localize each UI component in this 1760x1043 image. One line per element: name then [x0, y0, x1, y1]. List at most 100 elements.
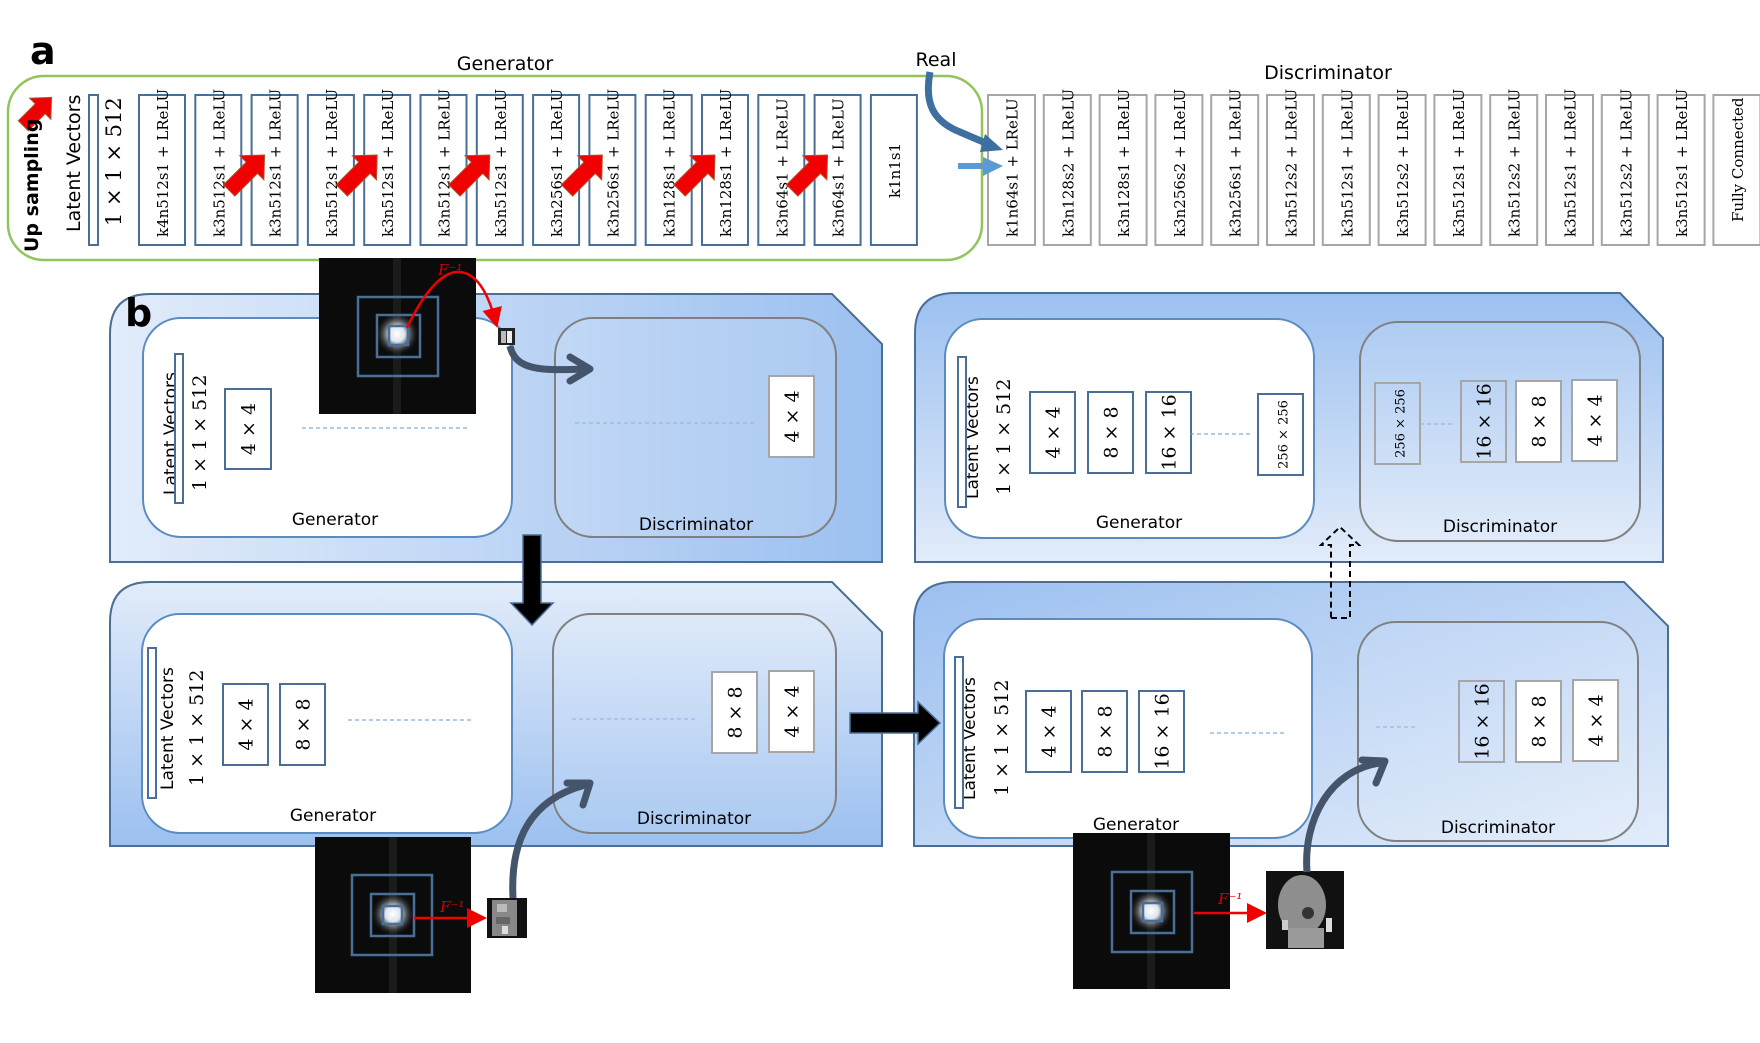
- latent-dims-label: 1 × 1 × 512: [991, 680, 1013, 796]
- latent-vectors-label: Latent Vectors: [963, 376, 983, 499]
- discriminator-resolution-block: 16 × 16: [1460, 380, 1507, 463]
- discriminator-layer-box: k3n512s2 + LReLU: [1489, 89, 1539, 246]
- generator-layer-label: k3n64s1 + LReLU: [830, 98, 848, 237]
- real-input-arrowhead: [980, 134, 1003, 152]
- generator-resolution-block: 8 × 8: [1081, 690, 1128, 773]
- generator-resolution-block: 4 × 4: [1025, 690, 1072, 773]
- discriminator-resolution-label: 4 × 4: [1586, 694, 1608, 746]
- kspace-image-8x8: F⁻¹: [315, 837, 487, 993]
- progress-arrow-down: [509, 534, 555, 627]
- progress-arrow-up-dashed: [1318, 525, 1362, 619]
- generator-layer-label: k3n128s1 + LReLU: [717, 89, 735, 237]
- generator-layer-box: k3n128s1 + LReLU: [644, 89, 693, 246]
- generator-layer-label: k3n256s1 + LReLU: [548, 89, 566, 237]
- generator-layer-box: k1n1s1: [869, 94, 918, 246]
- discriminator-layer-box: k3n128s1 + LReLU: [1098, 89, 1148, 246]
- generator-layer-label: k3n128s1 + LReLU: [661, 89, 679, 237]
- upsampling-legend: Up sampling: [17, 96, 53, 252]
- discriminator-layer-box: k3n256s1 + LReLU: [1210, 89, 1260, 246]
- feed-arrow-16x16: [1303, 759, 1381, 873]
- discriminator-resolution-label: 8 × 8: [725, 686, 747, 738]
- latent-vectors-label: Latent Vectors: [158, 667, 178, 790]
- latent-vector-bar: [954, 656, 964, 809]
- discriminator-layer-label: k3n512s2 + LReLU: [1617, 89, 1635, 237]
- generator-layer-box: k3n512s1 + LReLU: [194, 89, 243, 246]
- generator-layer-label: k3n512s1 + LReLU: [492, 89, 510, 237]
- discriminator-resolution-block: 4 × 4: [1571, 379, 1618, 462]
- discriminator-resolution-block: 4 × 4: [768, 375, 815, 458]
- generator-layer-label: k3n512s1 + LReLU: [379, 89, 397, 237]
- progress-arrow-right: [849, 700, 942, 746]
- generator-layer-label: k3n256s1 + LReLU: [604, 89, 622, 237]
- discriminator-layer-label: k3n512s2 + LReLU: [1394, 89, 1412, 237]
- red-arrow-icon: [17, 96, 53, 132]
- discriminator-resolution-block: 256 × 256: [1374, 382, 1421, 465]
- discriminator-layer-label: k3n128s1 + LReLU: [1115, 89, 1133, 237]
- latent-vector-bar: [88, 94, 99, 246]
- latent-dims-label: 1 × 1 × 512: [993, 379, 1015, 495]
- discriminator-resolution-block: 8 × 8: [1515, 380, 1562, 463]
- discriminator-container: 4 × 4 Discriminator: [554, 317, 837, 538]
- inverse-fourier-label: F⁻¹: [439, 898, 464, 916]
- discriminator-resolution-label: 4 × 4: [1585, 394, 1607, 446]
- discriminator-layer-box: k1n64s1 + LReLU: [987, 94, 1036, 246]
- panel-b-label: b: [125, 291, 152, 335]
- reconstructed-image-4x4: [498, 328, 515, 345]
- generator-layer-box: k3n512s1 + LReLU: [306, 89, 355, 246]
- discriminator-layer-box: k3n512s2 + LReLU: [1600, 89, 1650, 246]
- discriminator-resolution-block: 8 × 8: [1515, 680, 1562, 763]
- generator-layer-box: k3n512s1 + LReLU: [250, 89, 299, 246]
- discriminator-layer-label: k3n512s1 + LReLU: [1450, 89, 1468, 237]
- discriminator-layer-label: k3n128s2 + LReLU: [1059, 89, 1077, 237]
- red-arrow-icon: [785, 154, 829, 197]
- latent-vector-bar: [147, 647, 157, 799]
- discriminator-layer-label: k3n512s2 + LReLU: [1506, 89, 1524, 237]
- discriminator-title: Discriminator: [1443, 517, 1557, 537]
- discriminator-layer-box: k3n512s2 + LReLU: [1377, 89, 1427, 246]
- feed-arrowhead-4x4: [566, 353, 594, 385]
- generator-title: Generator: [1093, 815, 1179, 835]
- red-arrow-icon: [222, 154, 266, 197]
- latent-dims-label: 1 × 1 × 512: [186, 670, 208, 786]
- discriminator-layer-label: k3n256s2 + LReLU: [1171, 89, 1189, 237]
- generator-resolution-block: 4 × 4: [224, 388, 272, 470]
- generator-resolution-label: 8 × 8: [1101, 406, 1123, 458]
- real-input-arrow: [924, 71, 997, 151]
- discriminator-layer-label: k3n512s2 + LReLU: [1283, 89, 1301, 237]
- generator-resolution-label: 16 × 16: [1159, 394, 1181, 470]
- discriminator-title: Discriminator: [639, 515, 753, 535]
- red-arrow-icon: [335, 154, 378, 197]
- discriminator-resolution-block: 16 × 16: [1458, 680, 1505, 763]
- discriminator-title: Discriminator: [1441, 818, 1555, 838]
- discriminator-resolution-label: 16 × 16: [1472, 683, 1494, 759]
- red-arrow-icon: [448, 154, 491, 197]
- generator-resolution-block: 16 × 16: [1145, 391, 1192, 474]
- latent-dims-label: 1 × 1 × 512: [102, 97, 126, 226]
- generator-layer-box: k3n256s1 + LReLU: [532, 89, 581, 246]
- discriminator-layer-box: k3n512s2 + LReLU: [1266, 89, 1315, 246]
- latent-vector-bar: [174, 353, 184, 504]
- generator-layer-label: k3n512s1 + LReLU: [267, 89, 285, 237]
- reconstructed-image-16x16: [1266, 871, 1344, 949]
- panel-a-label: a: [30, 29, 56, 73]
- discriminator-layer-label: k3n256s1 + LReLU: [1227, 89, 1245, 237]
- discriminator-layer-label: k3n512s1 + LReLU: [1562, 89, 1580, 237]
- generator-layer-label: k3n512s1 + LReLU: [323, 89, 341, 237]
- discriminator-resolution-block: 4 × 4: [1572, 679, 1619, 762]
- panel-a: a Generator Discriminator Real Up sampli…: [6, 29, 1760, 262]
- generator-resolution-label: 256 × 256: [1277, 400, 1292, 469]
- generator-resolution-label: 4 × 4: [236, 698, 258, 750]
- generated-input-arrowhead: [983, 157, 1003, 176]
- discriminator-layer-box: k3n512s1 + LReLU: [1321, 89, 1371, 246]
- generator-resolution-block: 4 × 4: [1029, 391, 1076, 474]
- discriminator-layer-box: Fully Connected: [1712, 94, 1760, 246]
- discriminator-layer-box: k3n512s1 + LReLU: [1545, 89, 1594, 246]
- discriminator-layer-box: k3n128s2 + LReLU: [1042, 89, 1092, 246]
- discriminator-resolution-label: 8 × 8: [1529, 695, 1551, 747]
